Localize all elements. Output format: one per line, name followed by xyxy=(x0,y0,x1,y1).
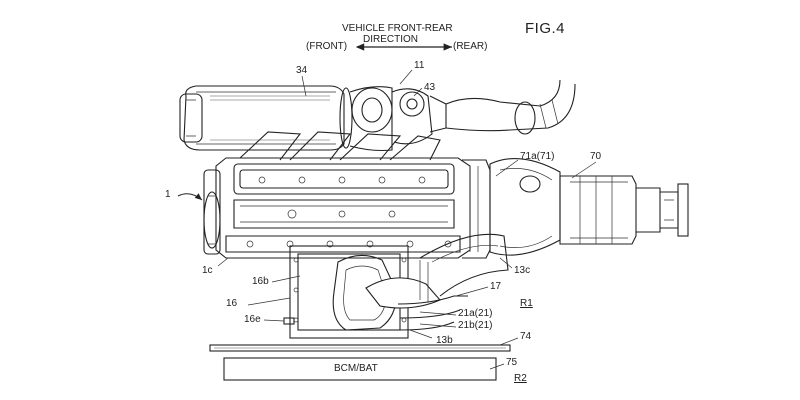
label-1: 1 xyxy=(165,189,171,200)
turbocharger xyxy=(351,87,447,145)
label-11: 11 xyxy=(414,60,425,71)
label-16e: 16e xyxy=(244,314,261,325)
label-74: 74 xyxy=(520,331,532,342)
bcm-bat-box xyxy=(223,357,497,381)
label-17: 17 xyxy=(490,281,502,292)
label-1c: 1c xyxy=(202,265,213,276)
direction-caption-line2: DIRECTION xyxy=(363,34,418,45)
label-13b: 13b xyxy=(436,335,453,346)
intercooler-hoses xyxy=(397,260,468,331)
rear-label: (REAR) xyxy=(453,41,488,52)
catalytic-converter xyxy=(179,85,393,152)
label-75: 75 xyxy=(506,357,518,368)
figure-number: FIG.4 xyxy=(525,20,566,37)
label-70: 70 xyxy=(590,151,602,162)
ref-1-arrow xyxy=(177,193,203,201)
label-21b: 21b(21) xyxy=(458,320,493,331)
turbo-outlet-duct xyxy=(419,233,509,297)
label-21a: 21a(21) xyxy=(458,308,493,319)
label-71a: 71a(71) xyxy=(520,151,555,162)
label-16b: 16b xyxy=(252,276,269,287)
transmission xyxy=(489,158,689,256)
intake-runners xyxy=(239,131,441,161)
undertray xyxy=(209,344,511,352)
label-16: 16 xyxy=(226,298,238,309)
label-R2: R2 xyxy=(514,373,527,384)
label-R1: R1 xyxy=(520,298,533,309)
engine-block xyxy=(203,157,491,259)
label-43: 43 xyxy=(424,82,436,93)
leader-lines xyxy=(217,69,597,370)
label-13c: 13c xyxy=(514,265,531,276)
direction-caption-line1: VEHICLE FRONT-REAR xyxy=(342,23,453,34)
label-34: 34 xyxy=(296,65,308,76)
bcm-bat-label: BCM/BAT xyxy=(334,363,378,374)
front-label: (FRONT) xyxy=(306,41,348,52)
exhaust-pipe xyxy=(445,79,576,135)
intercooler xyxy=(283,245,441,339)
